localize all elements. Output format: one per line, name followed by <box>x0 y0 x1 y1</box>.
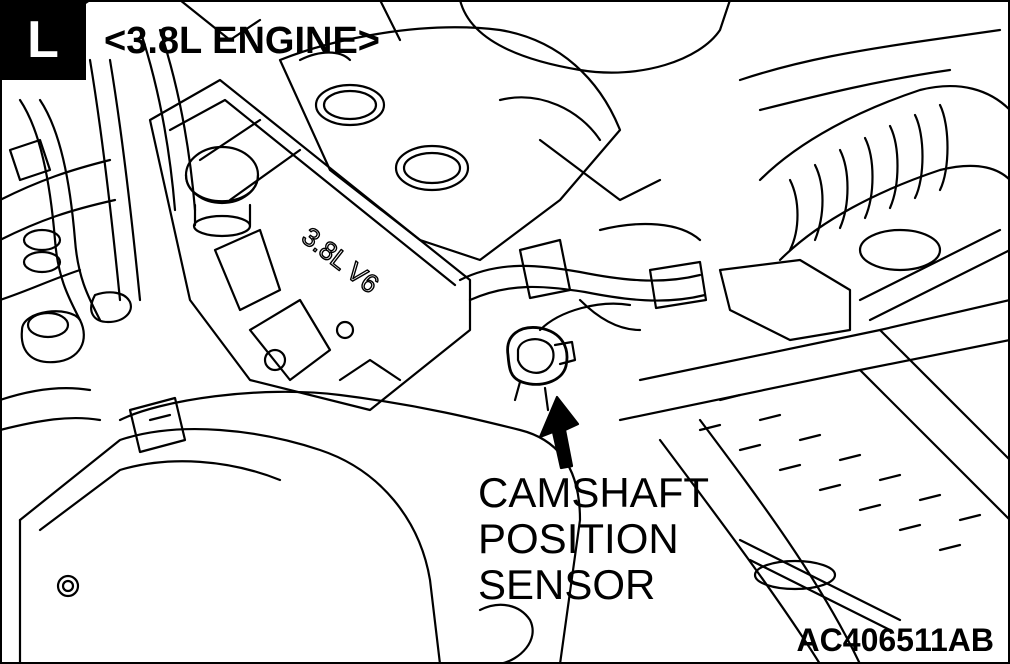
callout-line-2: POSITION <box>478 515 679 562</box>
callout-line-1: CAMSHAFT <box>478 469 709 516</box>
section-badge: L <box>0 0 86 80</box>
engine-label: <3.8L ENGINE> <box>104 20 380 62</box>
air-cleaner-box <box>618 298 1010 664</box>
intake-plenum <box>278 0 732 262</box>
camshaft-sensor-callout: CAMSHAFT POSITION SENSOR <box>478 470 709 608</box>
pointer-arrow <box>538 395 580 470</box>
callout-line-3: SENSOR <box>478 561 656 608</box>
cast-marking-text: 3.8L V6 <box>296 221 384 299</box>
left-hose-group <box>0 0 262 432</box>
figure-code: AC406511AB <box>796 622 994 658</box>
valve-cover <box>148 78 472 412</box>
wiring-harness <box>458 222 708 332</box>
air-intake-duct <box>718 28 1010 342</box>
camshaft-position-sensor <box>506 302 632 412</box>
